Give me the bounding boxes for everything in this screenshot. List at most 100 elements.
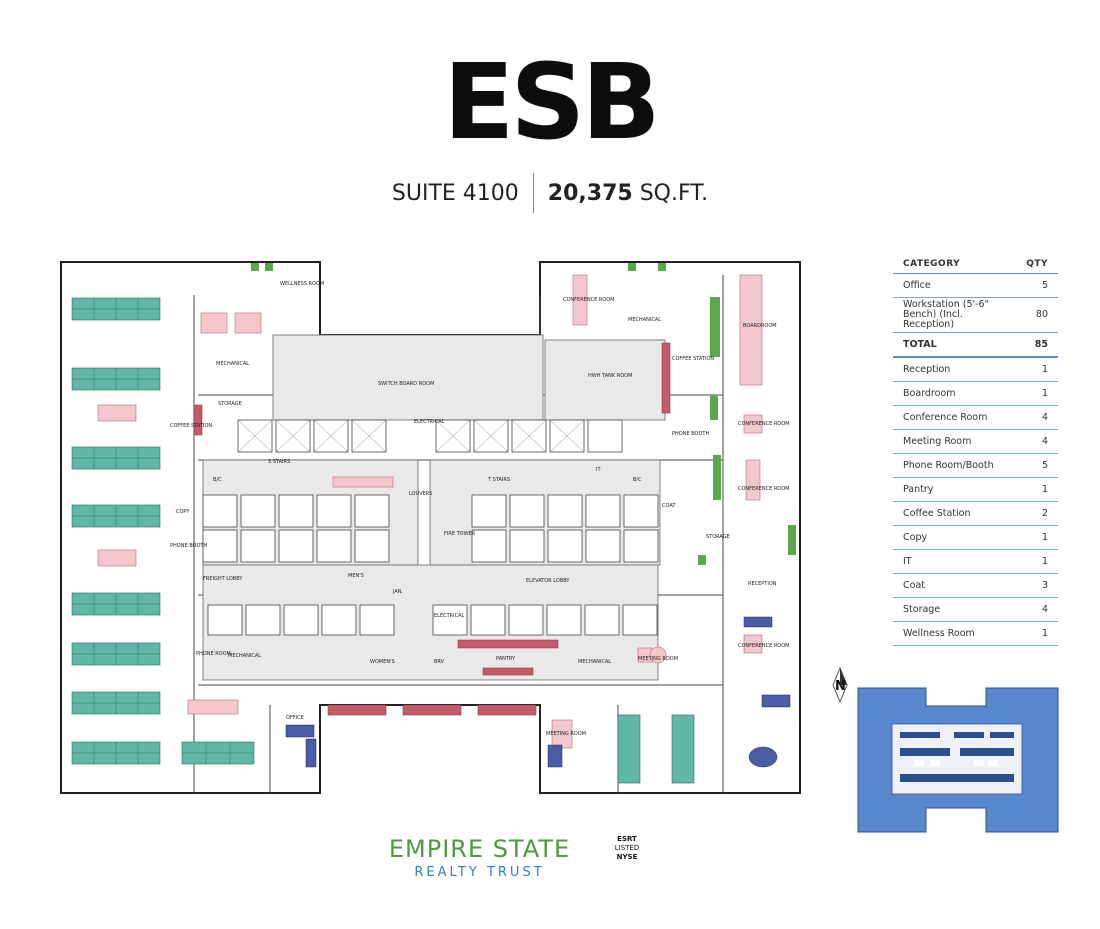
suite-header: SUITE 4100 20,375 SQ.FT.	[0, 173, 1100, 213]
badge-line3: NYSE	[616, 853, 638, 861]
label-bc-2: B/C	[633, 477, 642, 483]
badge-line1: ESRT	[617, 835, 637, 843]
row-qty: 3	[1016, 573, 1058, 598]
row-qty: 2	[1016, 501, 1058, 526]
floor-plan-drawing: WELLNESS ROOM MECHANICAL STORAGE SWITCH …	[60, 261, 801, 794]
row-qty: 4	[1016, 597, 1058, 622]
label-boardroom: BOARDROOM	[743, 323, 777, 329]
label-wellness: WELLNESS ROOM	[280, 281, 324, 287]
label-elevator-lobby: ELEVATOR LOBBY	[526, 578, 570, 584]
row-category: Copy	[893, 525, 1017, 550]
row-category: Coffee Station	[893, 501, 1017, 526]
counters	[193, 342, 671, 716]
row-qty: 80	[1016, 297, 1058, 333]
meeting-furniture	[97, 274, 763, 749]
row-qty: 1	[1016, 477, 1058, 502]
suite-number: SUITE 4100	[391, 180, 519, 206]
compass-icon: N	[817, 662, 863, 713]
row-category: Conference Room	[893, 405, 1017, 430]
row-category: Storage	[893, 597, 1017, 622]
row-category: Workstation (5'-6" Bench) (Incl. Recepti…	[893, 297, 1017, 333]
label-mechanical-1: MECHANICAL	[216, 361, 249, 367]
row-category: Meeting Room	[893, 429, 1017, 454]
label-womens: WOMEN'S	[370, 659, 395, 665]
label-coat: COAT	[662, 503, 676, 509]
core-areas	[202, 334, 666, 681]
label-stairs-2: T STAIRS	[487, 477, 510, 483]
label-hwh-tank: HWH TANK ROOM	[588, 373, 632, 379]
label-copy: COPY	[176, 509, 190, 515]
row-category: Boardroom	[893, 381, 1017, 406]
row-category: TOTAL	[893, 332, 1017, 358]
workstations-right	[617, 714, 695, 784]
table-header-category: CATEGORY	[893, 255, 1017, 274]
label-electrical-1: ELECTRICAL	[414, 419, 445, 425]
label-brv: BRV	[434, 659, 445, 665]
header-divider	[532, 173, 534, 213]
office-furniture	[285, 616, 791, 768]
table-header-qty: QTY	[1016, 255, 1058, 274]
label-office: OFFICE	[286, 715, 304, 721]
room-labels: WELLNESS ROOM MECHANICAL STORAGE SWITCH …	[170, 281, 789, 737]
label-mechanical-4: MECHANICAL	[578, 659, 611, 665]
row-category: Reception	[893, 357, 1017, 382]
row-qty: 1	[1016, 525, 1058, 550]
row-qty: 4	[1016, 429, 1058, 454]
row-qty: 1	[1016, 357, 1058, 382]
label-fire-tower: FIRE TOWER	[444, 531, 476, 537]
label-switchboard: SWITCH BOARD ROOM	[378, 381, 434, 387]
label-storage-2: STORAGE	[706, 534, 730, 540]
row-qty: 5	[1016, 273, 1058, 298]
company-name-line2: REALTY TRUST	[414, 865, 545, 880]
label-freight-lobby: FREIGHT LOBBY	[203, 576, 243, 582]
label-mens: MEN'S	[348, 573, 364, 579]
row-category: Office	[893, 273, 1017, 298]
label-phone-room: PHONE ROOM	[196, 651, 231, 657]
label-meeting-2: MEETING ROOM	[546, 731, 586, 737]
label-coffee-station-2: COFFEE STATION	[672, 356, 714, 362]
label-mechanical-3: MECHANICAL	[228, 653, 261, 659]
label-electrical-2: ELECTRICAL	[434, 613, 465, 619]
label-jan: JAN.	[392, 589, 404, 595]
row-qty: 1	[1016, 381, 1058, 406]
badge-line2: LISTED	[614, 844, 640, 852]
row-qty: 5	[1016, 453, 1058, 478]
label-conference-3: CONFERENCE ROOM	[738, 643, 789, 649]
row-qty: 1	[1016, 549, 1058, 574]
sqft-number: 20,375	[547, 180, 633, 206]
company-logo: EMPIRE STATE REALTY TRUST	[372, 835, 587, 880]
label-louvers: LOUVERS	[409, 491, 432, 497]
label-reception: RECEPTION	[748, 581, 777, 587]
table-row: Workstation (5'-6" Bench) (Incl. Recepti…	[893, 297, 1058, 333]
label-storage-1: STORAGE	[218, 401, 242, 407]
esb-logo: ESB	[443, 41, 660, 163]
row-category: IT	[893, 549, 1017, 574]
label-meeting-1: MEETING ROOM	[638, 656, 678, 662]
row-category: Coat	[893, 573, 1017, 598]
label-stairs-1: S STAIRS	[268, 459, 290, 465]
row-qty: 4	[1016, 405, 1058, 430]
row-category: Pantry	[893, 477, 1017, 502]
row-category: Wellness Room	[893, 621, 1017, 646]
label-conference-4: CONFERENCE ROOM	[563, 297, 614, 303]
label-bc-1: B/C	[213, 477, 222, 483]
row-qty: 85	[1016, 332, 1058, 358]
label-coffee-station-1: COFFEE STATION	[170, 423, 212, 429]
compass-label: N	[835, 679, 846, 694]
company-name-line1: EMPIRE STATE	[388, 835, 571, 863]
table-header-row: CATEGORY QTY	[893, 255, 1058, 274]
